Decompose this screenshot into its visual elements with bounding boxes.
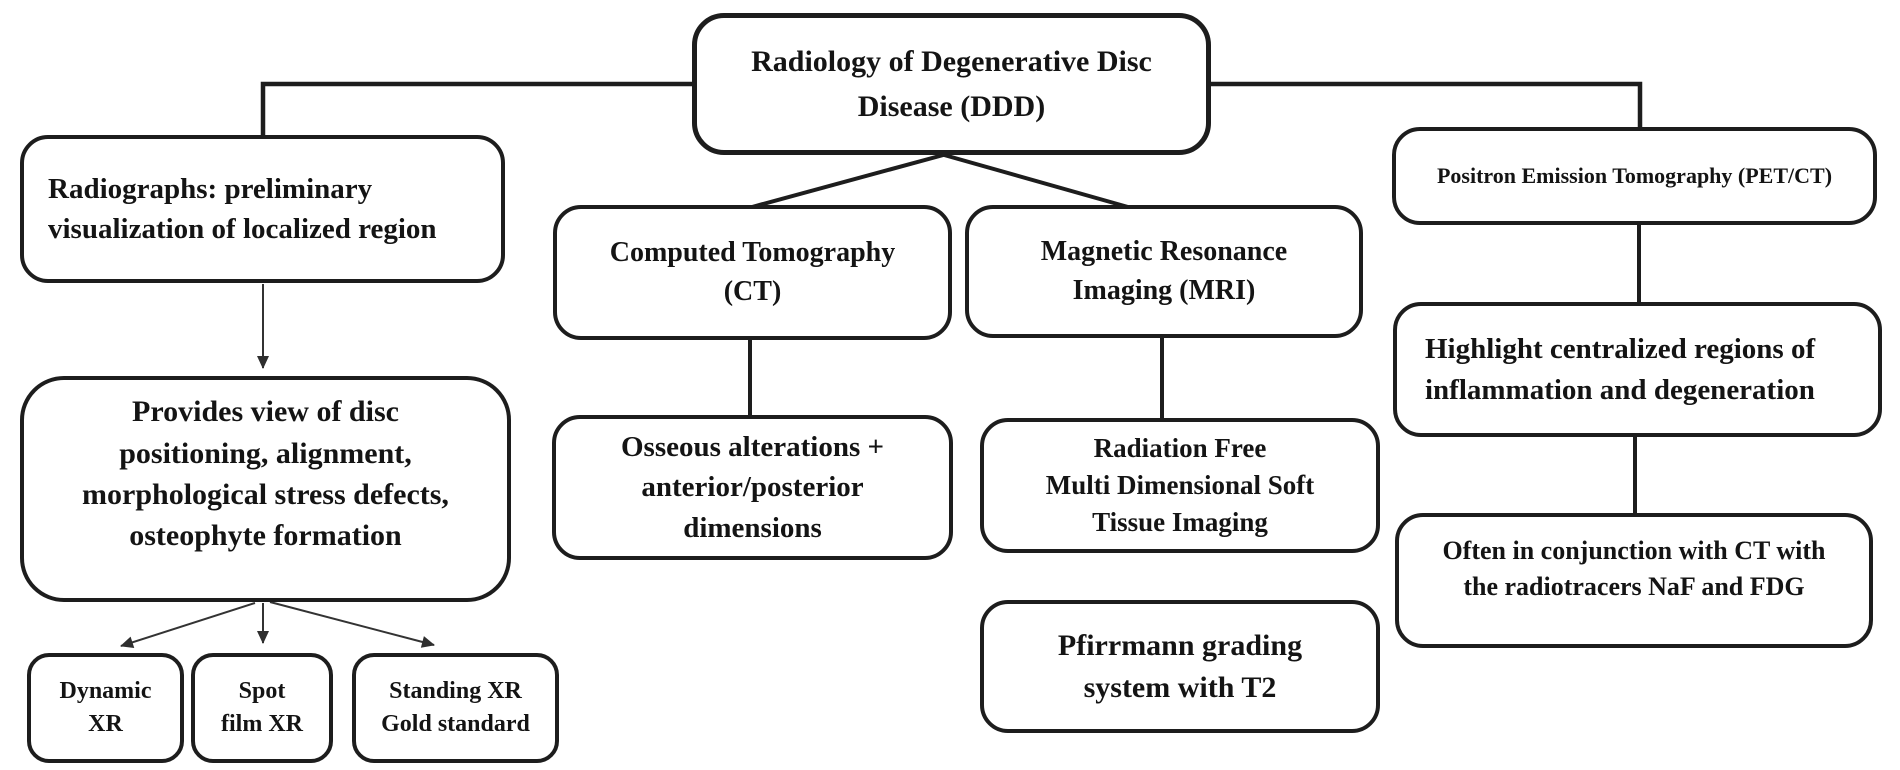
node-radiographs: Radiographs: preliminary visualization o… bbox=[20, 135, 505, 283]
connector-root-to-mri bbox=[929, 149, 1129, 209]
node-pfirrmann-grading: Pfirrmann grading system with T2 bbox=[980, 600, 1380, 733]
arrow-provides-to-dynamic bbox=[120, 602, 256, 649]
node-radiology-ddd: Radiology of Degenerative Disc Disease (… bbox=[692, 13, 1211, 155]
node-osseous-alterations: Osseous alterations + anterior/posterior… bbox=[552, 415, 953, 560]
node-radiation-free: Radiation Free Multi Dimensional Soft Ti… bbox=[980, 418, 1380, 553]
connector-root-to-radiographs bbox=[260, 81, 694, 139]
connector-root-to-pet bbox=[1209, 81, 1643, 131]
node-highlight-regions: Highlight centralized regions of inflamm… bbox=[1393, 302, 1882, 437]
node-pet-ct: Positron Emission Tomography (PET/CT) bbox=[1392, 127, 1877, 225]
connector-root-to-ct bbox=[751, 149, 959, 209]
node-dynamic-xr: Dynamic XR bbox=[27, 653, 184, 763]
arrow-provides-to-standing bbox=[269, 601, 435, 648]
node-computed-tomography: Computed Tomography (CT) bbox=[553, 205, 952, 340]
node-often-conjunction: Often in conjunction with CT with the ra… bbox=[1395, 513, 1873, 648]
node-provides-view: Provides view of disc positioning, align… bbox=[20, 376, 511, 602]
node-spot-film-xr: Spot film XR bbox=[191, 653, 333, 763]
node-mri: Magnetic Resonance Imaging (MRI) bbox=[965, 205, 1363, 338]
node-standing-xr: Standing XR Gold standard bbox=[352, 653, 559, 763]
